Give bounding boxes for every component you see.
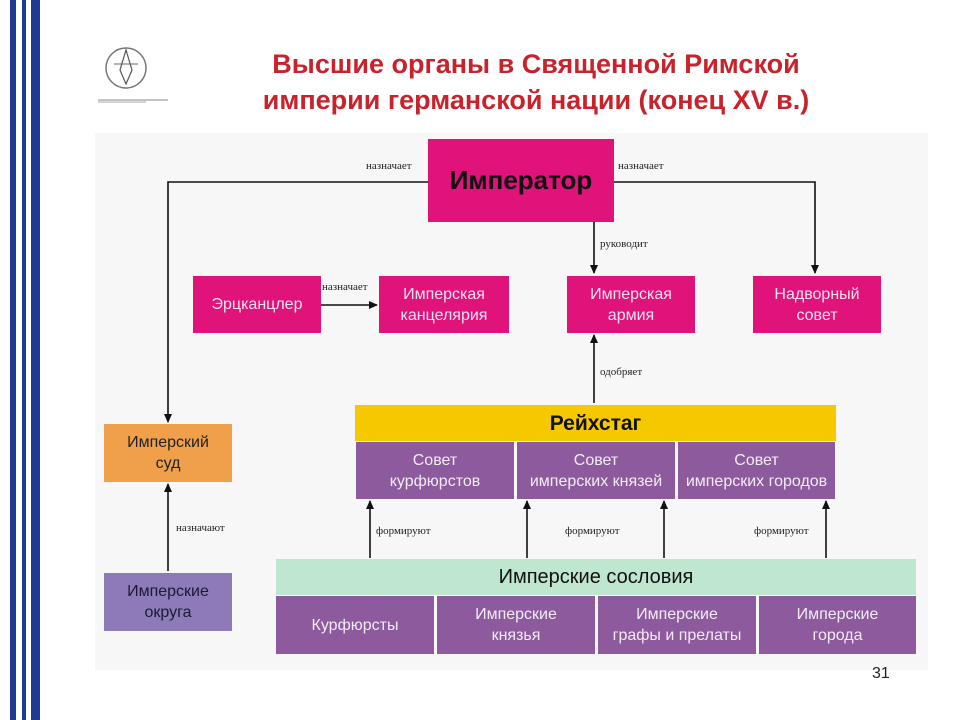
- slide-title: Высшие органы в Священной Римской импери…: [186, 46, 886, 118]
- node-imperial-court: Имперский суд: [104, 424, 232, 482]
- node-court-council-line-1: Надворный: [774, 285, 860, 303]
- node-army-line-2: армия: [607, 306, 655, 324]
- node-imperial-districts: Имперские округа: [104, 573, 232, 631]
- node-reichstag-label: Рейхстаг: [549, 411, 642, 435]
- node-counts-line-2: графы и прелаты: [612, 627, 742, 644]
- node-imperial-court-line-2: суд: [155, 455, 181, 472]
- node-army-line-1: Имперская: [590, 285, 672, 303]
- node-emperor: Император: [428, 139, 614, 222]
- label-appoint-court: назначают: [176, 522, 225, 534]
- node-districts-line-2: округа: [144, 604, 192, 621]
- node-counts-line-1: Имперские: [636, 606, 718, 623]
- node-erzkanzler: Эрцканцлер: [193, 276, 321, 333]
- node-cities-council-line-1: Совет: [734, 451, 779, 469]
- label-appoints-chancery: назначает: [322, 281, 368, 293]
- title-line-1: Высшие органы в Священной Римской: [272, 49, 800, 79]
- stripe-1: [10, 0, 16, 720]
- node-cities-council: Совет имперских городов: [678, 442, 835, 499]
- node-princes-council-line-2: имперских князей: [529, 472, 663, 490]
- node-estates-label: Имперские сословия: [498, 565, 694, 588]
- node-cities-line-2: города: [812, 627, 863, 644]
- node-imperial-chancery: Имперская канцелярия: [379, 276, 509, 333]
- label-form-1: формируют: [376, 525, 431, 537]
- node-electors: Курфюрсты: [276, 596, 434, 654]
- label-appoints-left: назначает: [366, 160, 412, 172]
- node-reichstag: Рейхстаг: [355, 405, 836, 441]
- label-leads: руководит: [600, 238, 648, 250]
- node-electors-council-line-1: Совет: [412, 451, 458, 469]
- node-imperial-estates: Имперские сословия: [276, 559, 916, 595]
- node-electors-label: Курфюрсты: [311, 616, 399, 634]
- node-princes: Имперские князья: [437, 596, 595, 654]
- node-chancery-line-2: канцелярия: [400, 306, 488, 324]
- node-court-council: Надворный совет: [753, 276, 881, 333]
- node-princes-line-1: Имперские: [475, 606, 557, 623]
- node-electors-council-line-2: курфюрстов: [389, 472, 481, 490]
- label-form-2: формируют: [565, 525, 620, 537]
- node-emperor-label: Император: [449, 165, 593, 195]
- node-princes-line-2: князья: [491, 627, 541, 644]
- node-counts-prelates: Имперские графы и прелаты: [598, 596, 756, 654]
- stripe-3: [31, 0, 40, 720]
- page-number: 31: [872, 665, 890, 682]
- edge-emperor-to-council: [614, 181, 819, 274]
- node-cities-line-1: Имперские: [796, 606, 879, 623]
- node-imperial-army: Имперская армия: [567, 276, 695, 333]
- label-appoints-right: назначает: [618, 160, 664, 172]
- node-princes-council-line-1: Совет: [573, 451, 619, 469]
- emblem-logo: [96, 40, 170, 104]
- label-approves: одобряет: [600, 366, 643, 378]
- node-chancery-line-1: Имперская: [403, 285, 485, 303]
- title-line-2: империи германской нации (конец XV в.): [262, 85, 810, 115]
- node-imperial-cities: Имперские города: [759, 596, 916, 654]
- node-electors-council: Совет курфюрстов: [356, 442, 514, 499]
- label-form-3: формируют: [754, 525, 809, 537]
- node-erzkanzler-label: Эрцканцлер: [211, 296, 303, 313]
- edge-emperor-to-court: [164, 181, 428, 423]
- node-court-council-line-2: совет: [796, 306, 838, 324]
- node-districts-line-1: Имперские: [127, 583, 209, 600]
- node-cities-council-line-2: имперских городов: [685, 472, 828, 490]
- node-princes-council: Совет имперских князей: [517, 442, 675, 499]
- stripe-2: [22, 0, 26, 720]
- node-imperial-court-line-1: Имперский: [127, 434, 209, 451]
